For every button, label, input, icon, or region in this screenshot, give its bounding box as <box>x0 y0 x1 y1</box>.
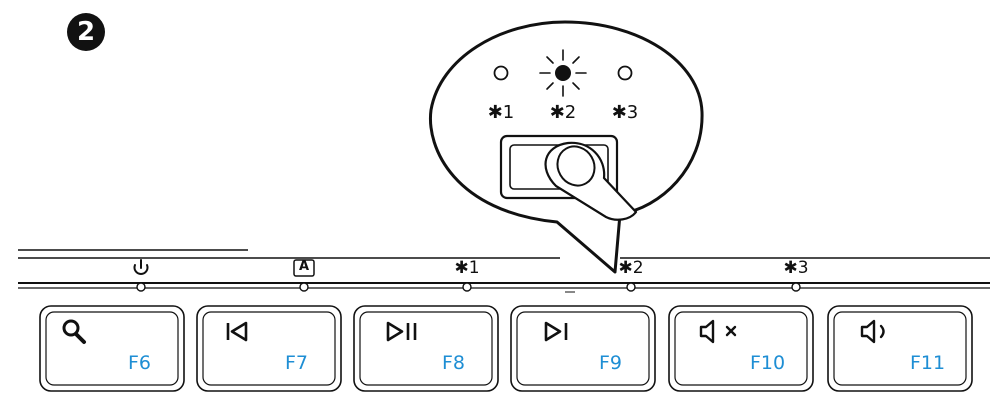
power-icon <box>133 259 149 275</box>
bubble-led-bt3 <box>617 65 633 81</box>
key-f11-label: F11 <box>910 352 946 374</box>
volume-icon <box>860 319 885 344</box>
strip-label-bt3: ✱3 <box>783 258 809 278</box>
caps-lock-label: A <box>298 259 310 274</box>
bubble-led-bt1 <box>493 65 509 81</box>
bubble-leds <box>493 49 633 97</box>
keyboard-top-edge <box>18 249 990 293</box>
key-f11 <box>827 305 973 392</box>
next-track-icon <box>544 321 568 342</box>
key-f6-label: F6 <box>128 352 152 374</box>
mute-icon <box>699 319 737 344</box>
bubble-led-bt2-lit <box>555 65 571 81</box>
key-f6 <box>39 305 185 392</box>
key-f9-label: F9 <box>599 352 623 374</box>
finger-icon <box>544 141 638 221</box>
bubble-label-bt2: ✱2 <box>549 102 577 123</box>
bubble-label-bt1: ✱1 <box>487 102 515 123</box>
key-f7-label: F7 <box>285 352 309 374</box>
key-f8-label: F8 <box>442 352 466 374</box>
step-number-badge: 2 <box>67 13 105 51</box>
bt1-led <box>462 282 472 292</box>
key-f7 <box>196 305 342 392</box>
play-pause-icon <box>386 321 417 342</box>
caps-lock-icon <box>293 259 315 277</box>
key-f8 <box>353 305 499 392</box>
caps-lock-led <box>299 282 309 292</box>
bubble-label-bt3: ✱3 <box>611 102 639 123</box>
strip-leds <box>136 282 801 292</box>
power-led <box>136 282 146 292</box>
strip-label-bt2: ✱2 <box>618 258 644 278</box>
led-glow-rays <box>539 49 587 97</box>
bt3-led <box>791 282 801 292</box>
strip-label-bt1: ✱1 <box>454 258 480 278</box>
key-f10-label: F10 <box>750 352 786 374</box>
previous-track-icon <box>226 321 248 342</box>
search-icon <box>62 319 86 344</box>
key-f10 <box>668 305 814 392</box>
bt2-led <box>626 282 636 292</box>
function-keys <box>39 305 973 392</box>
key-f9 <box>510 305 656 392</box>
